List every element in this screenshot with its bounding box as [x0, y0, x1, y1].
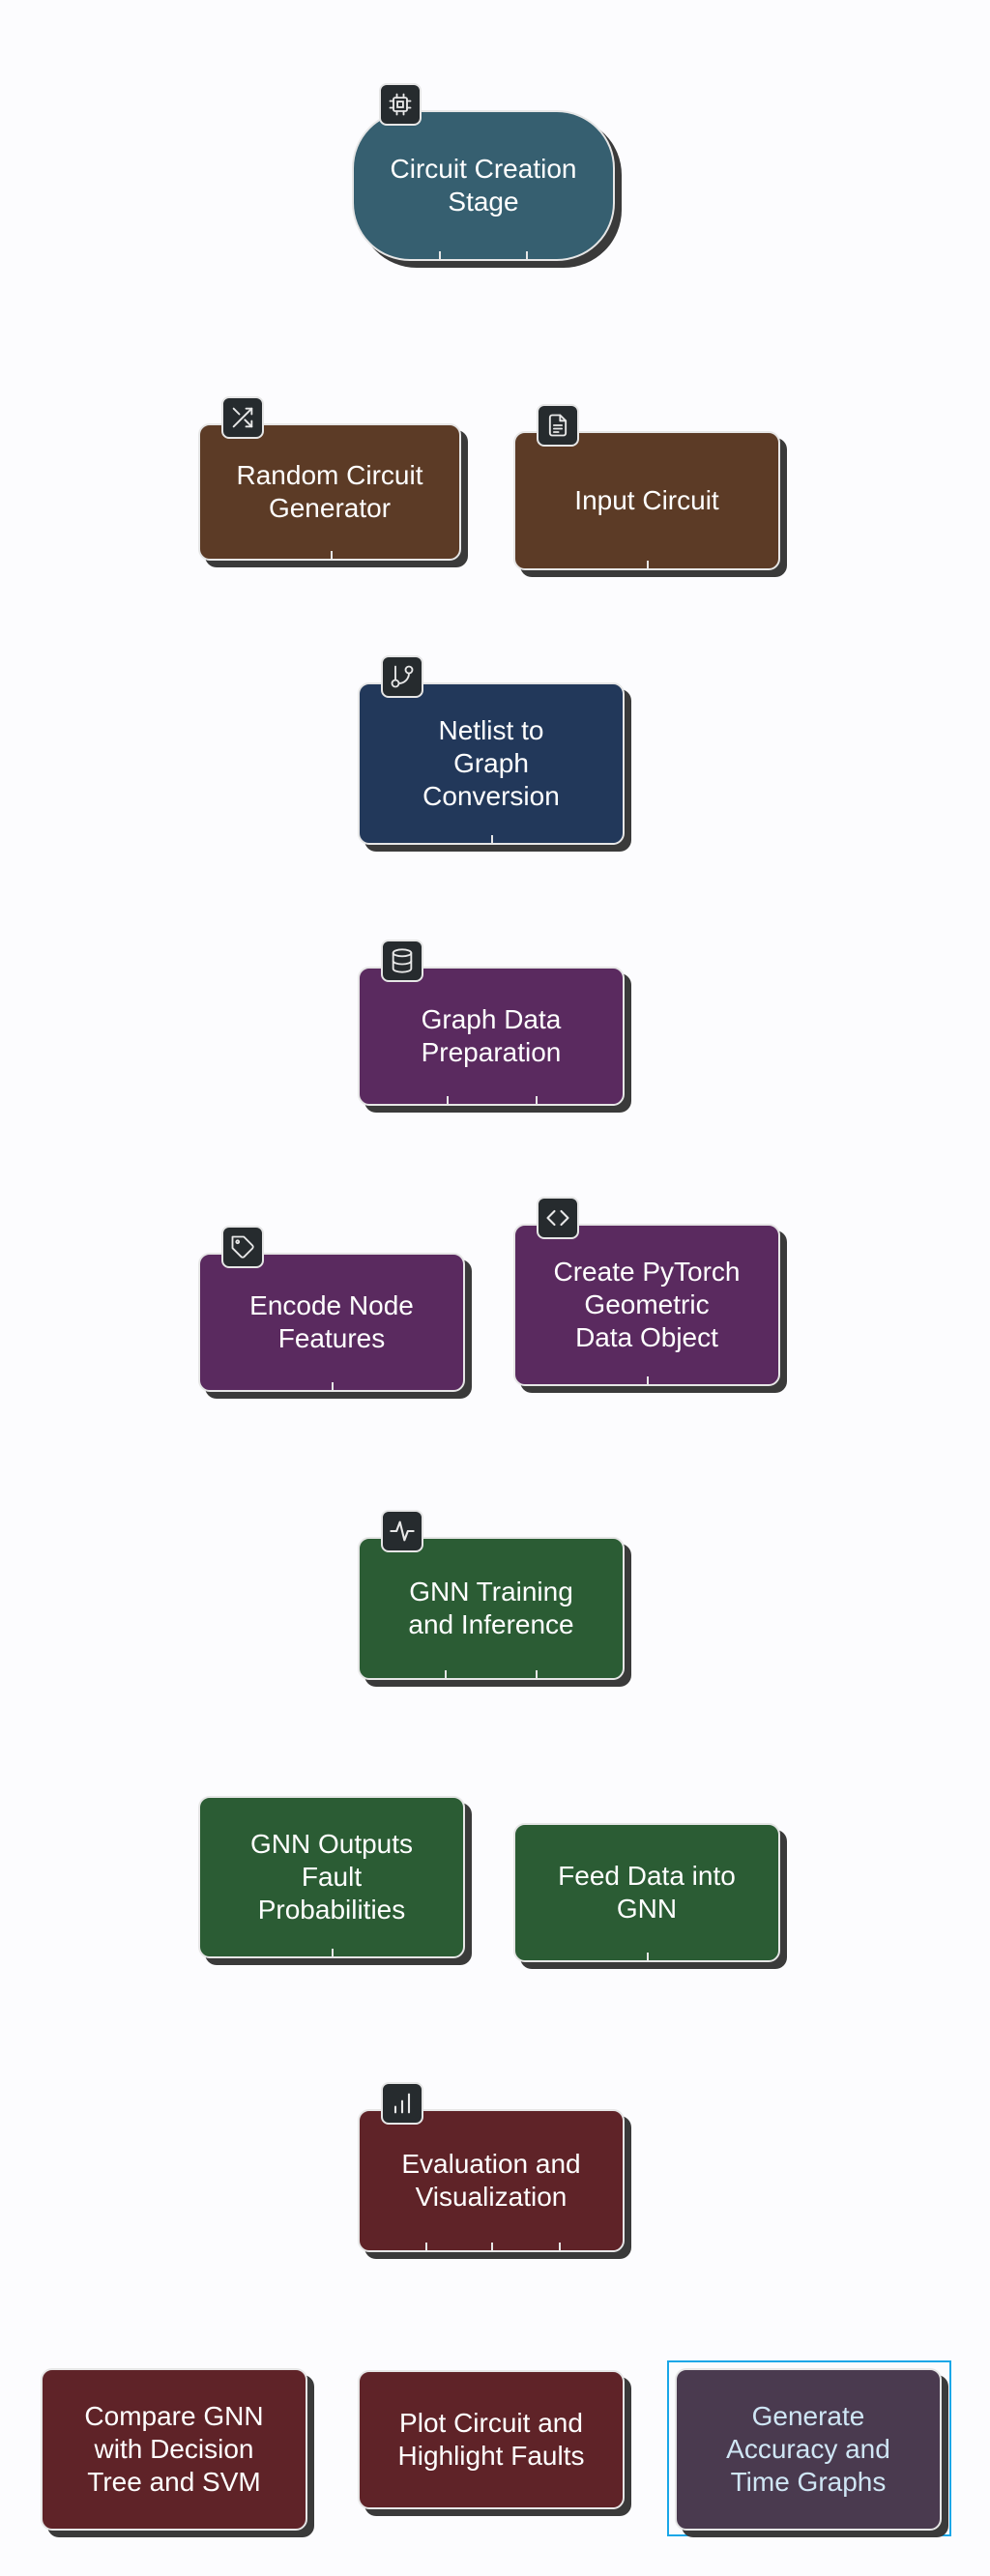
node-graph-data-preparation[interactable]: Graph Data Preparation	[358, 967, 625, 1106]
node-circuit-creation-stage[interactable]: Circuit Creation Stage	[352, 110, 615, 261]
node-label: Create PyTorch Geometric Data Object	[553, 1257, 741, 1352]
node-label: Evaluation and Visualization	[401, 2149, 581, 2212]
node-label: Encode Node Features	[249, 1290, 414, 1353]
node-label: Graph Data Preparation	[421, 1004, 562, 1067]
connector-tick	[536, 1670, 538, 1680]
connector-tick	[439, 251, 441, 261]
node-input-circuit[interactable]: Input Circuit	[513, 431, 780, 570]
connector-tick	[491, 835, 493, 845]
git-branch-icon	[381, 655, 423, 698]
connector-tick	[331, 551, 333, 561]
node-plot-circuit-highlight-faults[interactable]: Plot Circuit and Highlight Faults	[358, 2370, 625, 2509]
connector-tick	[647, 1376, 649, 1386]
node-generate-accuracy-and-time-graphs[interactable]: Generate Accuracy and Time Graphs	[675, 2368, 942, 2531]
node-label: GNN Outputs Fault Probabilities	[249, 1829, 414, 1925]
document-icon	[537, 404, 579, 447]
node-label: Circuit Creation Stage	[390, 154, 577, 217]
connector-tick	[647, 561, 649, 570]
node-label: Netlist to Graph Conversion	[422, 715, 560, 811]
node-label: Generate Accuracy and Time Graphs	[726, 2401, 890, 2497]
node-random-circuit-generator[interactable]: Random Circuit Generator	[198, 423, 461, 561]
node-label: GNN Training and Inference	[408, 1577, 574, 1639]
tag-icon	[221, 1226, 264, 1268]
node-label: Compare GNN with Decision Tree and SVM	[84, 2401, 264, 2497]
node-label: Input Circuit	[574, 485, 719, 515]
node-label: Plot Circuit and Highlight Faults	[397, 2408, 585, 2471]
connector-tick	[491, 2243, 493, 2252]
connector-tick	[647, 1953, 649, 1962]
activity-icon	[381, 1510, 423, 1552]
node-gnn-training-and-inference[interactable]: GNN Training and Inference	[358, 1537, 625, 1680]
node-label: Feed Data into GNN	[558, 1861, 736, 1924]
connector-tick	[536, 1096, 538, 1106]
connector-tick	[425, 2243, 427, 2252]
chip-icon	[379, 83, 422, 126]
node-create-pytorch-geometric-data-object[interactable]: Create PyTorch Geometric Data Object	[513, 1224, 780, 1386]
node-compare-gnn-decision-tree-svm[interactable]: Compare GNN with Decision Tree and SVM	[41, 2368, 307, 2531]
node-feed-data-into-gnn[interactable]: Feed Data into GNN	[513, 1823, 780, 1962]
bar-chart-icon	[381, 2082, 423, 2125]
connector-tick	[332, 1949, 334, 1958]
code-icon	[537, 1197, 579, 1239]
node-label: Random Circuit Generator	[236, 460, 423, 523]
connector-tick	[447, 1096, 449, 1106]
node-encode-node-features[interactable]: Encode Node Features	[198, 1253, 465, 1392]
database-icon	[381, 940, 423, 982]
node-netlist-to-graph-conversion[interactable]: Netlist to Graph Conversion	[358, 682, 625, 845]
node-evaluation-and-visualization[interactable]: Evaluation and Visualization	[358, 2109, 625, 2252]
connector-tick	[332, 1382, 334, 1392]
connector-tick	[526, 251, 528, 261]
shuffle-icon	[221, 396, 264, 439]
node-gnn-outputs-fault-probabilities[interactable]: GNN Outputs Fault Probabilities	[198, 1796, 465, 1958]
connector-tick	[559, 2243, 561, 2252]
connector-tick	[445, 1670, 447, 1680]
